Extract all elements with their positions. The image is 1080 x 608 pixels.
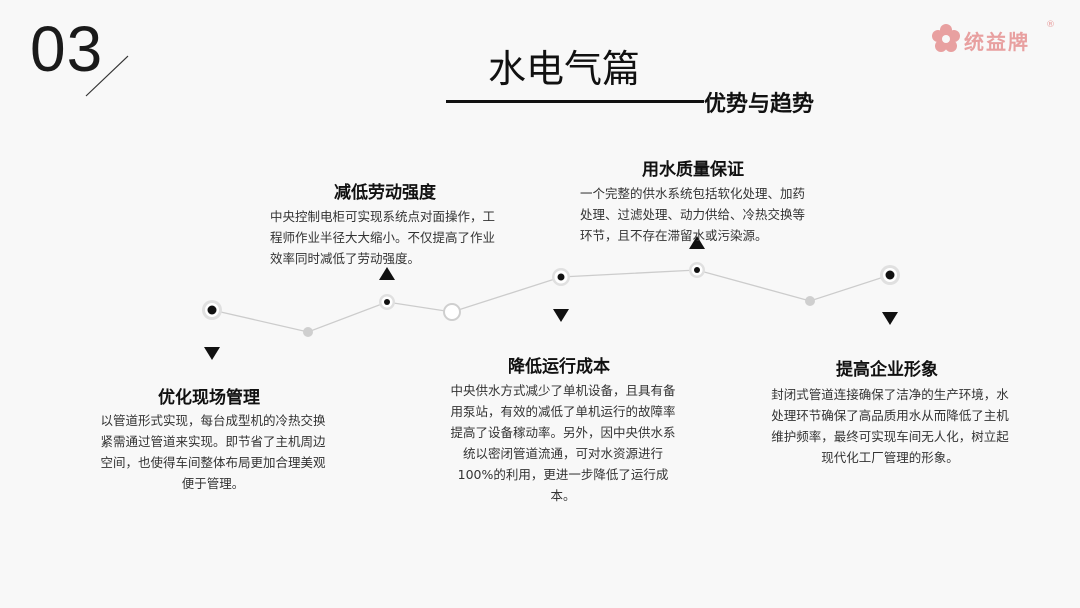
timeline-line bbox=[211, 269, 891, 333]
item-description: 封闭式管道连接确保了洁净的生产环境，水处理环节确保了高品质用水从而降低了主机维护… bbox=[771, 387, 1009, 465]
registered-mark: ® bbox=[1046, 20, 1055, 30]
timeline-node-5 bbox=[880, 265, 900, 285]
title-underline bbox=[446, 100, 704, 103]
brand-logo: 统益牌 ® bbox=[930, 20, 1055, 54]
slash-decoration bbox=[85, 55, 129, 97]
flower-icon bbox=[932, 24, 960, 52]
arrow-down-icon bbox=[204, 347, 220, 360]
timeline-node-3 bbox=[552, 268, 570, 286]
timeline-ring bbox=[443, 303, 461, 321]
arrow-down-icon bbox=[553, 309, 569, 322]
item-title: 优化现场管理 bbox=[158, 388, 260, 408]
section-number: 03 bbox=[30, 13, 104, 85]
item-description: 中央控制电柜可实现系统点对面操作，工程师作业半径大大缩小。不仅提高了作业效率同时… bbox=[270, 209, 496, 266]
item-description: 一个完整的供水系统包括软化处理、加药处理、过滤处理、动力供给、冷热交换等环节，且… bbox=[580, 186, 806, 243]
item-description: 中央供水方式减少了单机设备，且具有备用泵站，有效的减低了单机运行的故障率提高了设… bbox=[450, 383, 676, 503]
item-title: 降低运行成本 bbox=[508, 357, 610, 377]
timeline-node-1 bbox=[202, 300, 222, 320]
timeline-node-2 bbox=[379, 294, 395, 310]
item-title: 减低劳动强度 bbox=[334, 183, 436, 203]
arrow-down-icon bbox=[882, 312, 898, 325]
item-description: 以管道形式实现，每台成型机的冷热交换紧需通过管道来实现。即节省了主机周边空间，也… bbox=[100, 413, 326, 491]
timeline-dot-2 bbox=[805, 296, 815, 306]
arrow-up-icon bbox=[379, 267, 395, 280]
page-title: 水电气篇 bbox=[488, 47, 641, 91]
brand-name: 统益牌 bbox=[964, 30, 1030, 54]
item-title: 用水质量保证 bbox=[642, 160, 744, 180]
timeline-dot-1 bbox=[303, 327, 313, 337]
timeline-node-4 bbox=[689, 262, 705, 278]
item-title: 提高企业形象 bbox=[836, 360, 938, 380]
page-subtitle: 优势与趋势 bbox=[704, 92, 815, 117]
arrow-up-icon bbox=[689, 236, 705, 249]
